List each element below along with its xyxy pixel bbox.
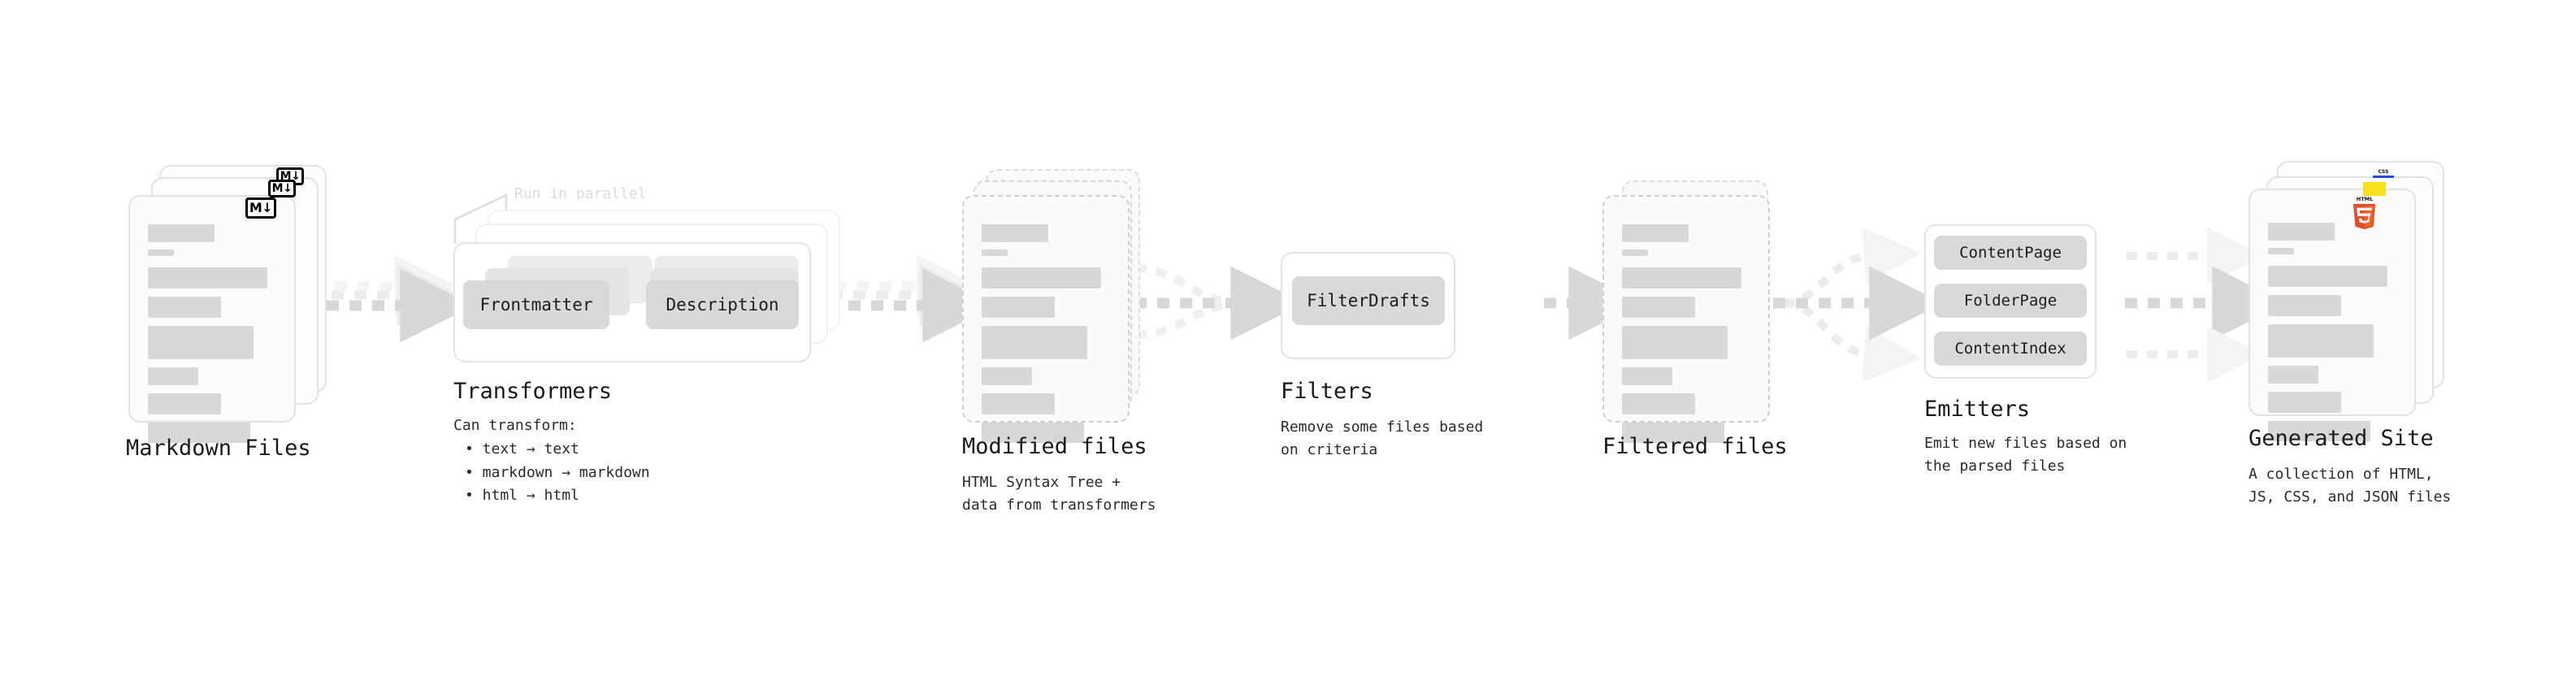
content-bar xyxy=(2268,266,2387,287)
content-bar xyxy=(982,367,1032,385)
arrow-emitters-to-site xyxy=(2125,228,2287,383)
js-badge xyxy=(2363,182,2386,196)
content-bar xyxy=(148,297,222,318)
html5-badge: HTML xyxy=(2351,195,2379,229)
content-bar xyxy=(982,326,1087,359)
content-bar xyxy=(2268,223,2335,241)
content-bar xyxy=(2268,295,2342,316)
stage-desc-filters: Remove some files based on criteria xyxy=(1281,419,1484,458)
content-bar xyxy=(1622,367,1672,385)
content-bar xyxy=(1622,297,1696,318)
content-bar xyxy=(1622,249,1648,256)
generated-card-front xyxy=(2249,189,2416,441)
content-bar xyxy=(982,224,1049,242)
stage-title-generated-site: Generated Site xyxy=(2249,426,2434,451)
content-bar xyxy=(148,224,215,242)
content-bar xyxy=(148,326,254,359)
content-bar xyxy=(1622,224,1689,242)
run-in-parallel-note: Run in parallel xyxy=(514,185,647,202)
content-bar xyxy=(148,249,174,256)
content-bar xyxy=(1622,423,1725,443)
transformers-capability-list: Can transform: • text → text • markdown … xyxy=(453,414,650,508)
markdown-badge: M↓ xyxy=(245,197,276,219)
generated-card-content xyxy=(2268,223,2396,441)
content-bar xyxy=(982,393,1056,414)
filter-chip-filterdrafts[interactable]: FilterDrafts xyxy=(1292,276,1445,325)
css-badge-underline xyxy=(2373,176,2394,178)
content-bar xyxy=(1622,393,1696,414)
content-bar xyxy=(982,249,1008,256)
stage-title-transformers: Transformers xyxy=(453,379,613,404)
content-bar xyxy=(2268,366,2318,384)
markdown-card-front xyxy=(128,195,296,443)
stage-desc-emitters: Emit new files based on the parsed files xyxy=(1924,435,2127,475)
emitter-chip-contentpage[interactable]: ContentPage xyxy=(1934,236,2087,270)
arrow-transformers-to-modified xyxy=(826,254,997,343)
content-bar xyxy=(148,367,198,385)
transformers-bullet-html: • html → html xyxy=(465,487,579,505)
stage-desc-generated-site: A collection of HTML, JS, CSS, and JSON … xyxy=(2249,466,2452,505)
content-bar xyxy=(148,393,222,414)
content-bar xyxy=(982,297,1056,318)
content-bar xyxy=(1622,267,1741,288)
content-bar xyxy=(2268,392,2342,413)
svg-text:HTML: HTML xyxy=(2357,196,2373,202)
css-badge: CSS xyxy=(2373,167,2394,178)
stage-title-filtered-files: Filtered files xyxy=(1602,434,1788,459)
content-bar xyxy=(2268,248,2294,254)
content-bar xyxy=(2268,324,2374,358)
content-bar xyxy=(148,423,251,443)
content-bar xyxy=(1622,326,1728,359)
content-bar xyxy=(148,267,267,288)
arrow-modified-to-filters xyxy=(1134,264,1305,340)
transformers-bullet-markdown: • markdown → markdown xyxy=(465,463,650,481)
emitter-chip-contentindex[interactable]: ContentIndex xyxy=(1934,332,2087,366)
html5-shield-icon: HTML xyxy=(2353,196,2375,229)
transformers-bullet-text: • text → text xyxy=(465,440,579,458)
filtered-card-content xyxy=(1622,224,1750,443)
emitter-chip-folderpage[interactable]: FolderPage xyxy=(1934,284,2087,318)
markdown-card-content xyxy=(148,224,276,443)
filtered-card-front xyxy=(1602,195,1770,443)
stage-desc-modified-files: HTML Syntax Tree + data from transformer… xyxy=(962,474,1156,514)
content-bar xyxy=(982,423,1085,443)
stage-title-modified-files: Modified files xyxy=(962,434,1147,459)
stage-title-markdown-files: Markdown Files xyxy=(126,436,311,461)
arrow-filtered-to-emitters xyxy=(1773,228,1944,383)
css-badge-label: CSS xyxy=(2378,169,2389,175)
transformers-lead-text: Can transform: xyxy=(453,417,577,434)
content-bar xyxy=(2268,421,2371,441)
transformer-chip-frontmatter[interactable]: Frontmatter xyxy=(463,280,609,329)
stage-title-filters: Filters xyxy=(1281,379,1373,404)
stage-title-emitters: Emitters xyxy=(1924,397,2031,422)
content-bar xyxy=(982,267,1101,288)
modified-card-content xyxy=(982,224,1110,443)
markdown-badge-back-1: M↓ xyxy=(268,180,296,197)
modified-card-front xyxy=(962,195,1130,443)
transformer-chip-description[interactable]: Description xyxy=(646,280,799,329)
